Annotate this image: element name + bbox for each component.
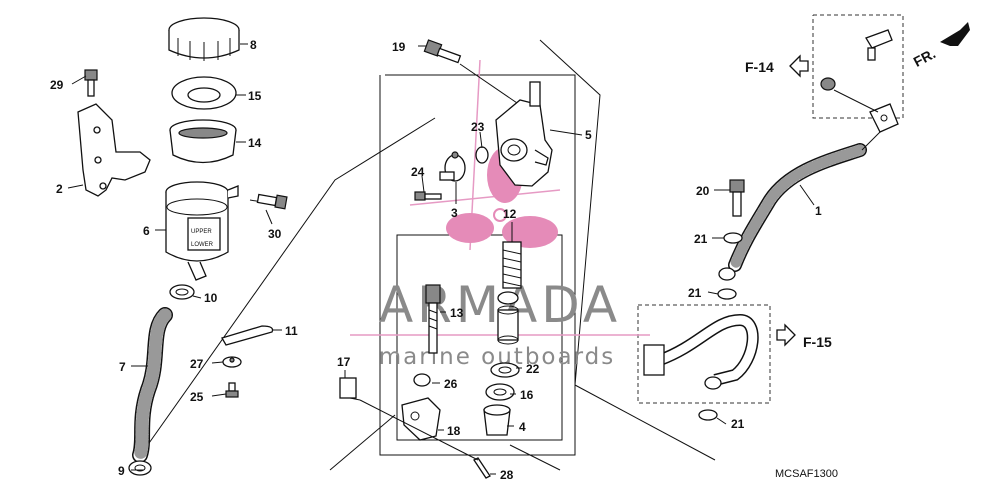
part-label: 10 (204, 291, 218, 305)
part-label: 12 (503, 207, 517, 221)
part-label: 23 (471, 120, 485, 134)
reservoir (165, 181, 239, 281)
part-label: 18 (447, 424, 461, 438)
washer-27 (222, 356, 242, 368)
part-label: 15 (248, 89, 262, 103)
part-label: 20 (696, 184, 710, 198)
part-label: 21 (694, 232, 708, 246)
washer-21-b (717, 288, 737, 300)
bleeder-20 (729, 179, 745, 217)
part-label: 24 (411, 165, 425, 179)
diagram-code: MCSAF1300 (775, 468, 838, 480)
part-labels: 1 2 3 4 5 6 7 8 9 10 11 12 13 14 15 16 1… (50, 38, 822, 482)
part-label: 22 (526, 362, 540, 376)
bolt-19 (423, 39, 521, 106)
leader-lines (67, 43, 815, 475)
reservoir-hose (132, 307, 173, 463)
part-label: 16 (520, 388, 534, 402)
hose-banjo (718, 267, 736, 281)
part-label: 29 (50, 78, 64, 92)
clip-9 (128, 460, 152, 476)
part-label: 11 (285, 324, 298, 338)
ref-box-f14 (812, 14, 904, 119)
part-label: 4 (519, 420, 526, 434)
screw-25 (225, 382, 239, 398)
part-label: 27 (190, 357, 204, 371)
spring-12 (502, 241, 522, 289)
reservoir-plate (171, 76, 237, 110)
reservoir-bracket (77, 103, 151, 197)
arrow-f15 (776, 323, 796, 347)
part-label: 21 (688, 286, 702, 300)
part-label: 19 (392, 40, 406, 54)
ref-box-f15 (637, 304, 771, 404)
joint-3 (439, 151, 466, 182)
pushrod-13 (425, 284, 441, 354)
cotter-pin-28 (473, 457, 491, 479)
reservoir-lower-mark: LOWER (191, 242, 214, 248)
part-label: 17 (337, 355, 351, 369)
clip-10 (169, 284, 195, 300)
part-label: 2 (56, 182, 63, 196)
part-label: 6 (143, 224, 150, 238)
arrow-f14 (789, 54, 809, 78)
front-arrow (940, 22, 970, 46)
nut-f14 (820, 77, 879, 113)
pin-17 (339, 377, 361, 401)
part-label: 3 (451, 206, 458, 220)
ref-label-f14: F-14 (745, 59, 774, 75)
pushrod-4 (483, 404, 511, 436)
part-label: 30 (268, 227, 282, 241)
master-cylinder-body (495, 81, 553, 187)
part-label: 25 (190, 390, 204, 404)
part-label: 13 (450, 306, 464, 320)
part-label: 7 (119, 360, 126, 374)
circlip-22 (490, 362, 520, 378)
part-label: 5 (585, 128, 592, 142)
reservoir-upper-mark: UPPER (191, 229, 212, 235)
ref-label-f15: F-15 (803, 334, 832, 350)
hose-fitting-top (861, 103, 899, 151)
part-label: 1 (815, 204, 822, 218)
part-label: 9 (118, 464, 125, 478)
bolt-29 (84, 69, 98, 97)
reservoir-diaphragm (169, 119, 237, 164)
brake-hose-1 (728, 143, 867, 272)
piston-cup (497, 291, 519, 345)
part-label: 14 (248, 136, 262, 150)
washer-21-a (723, 232, 743, 244)
ref-label-front: FR. (911, 45, 938, 70)
part-label: 8 (250, 38, 257, 52)
part-label: 28 (500, 468, 514, 482)
group-boundary (129, 39, 716, 471)
screw-24 (414, 191, 442, 201)
nut-26 (413, 373, 431, 387)
part-label: 21 (731, 417, 745, 431)
boot-16 (485, 383, 515, 401)
part-label: 26 (444, 377, 458, 391)
screw-30 (249, 193, 288, 210)
joint-18 (401, 397, 441, 441)
o-ring-23 (475, 146, 489, 164)
clip-11 (221, 325, 274, 346)
lower-brake-pipe (643, 313, 759, 390)
reservoir-cap (168, 17, 240, 61)
bracket-f14 (865, 29, 893, 61)
washer-21-c (698, 409, 718, 421)
